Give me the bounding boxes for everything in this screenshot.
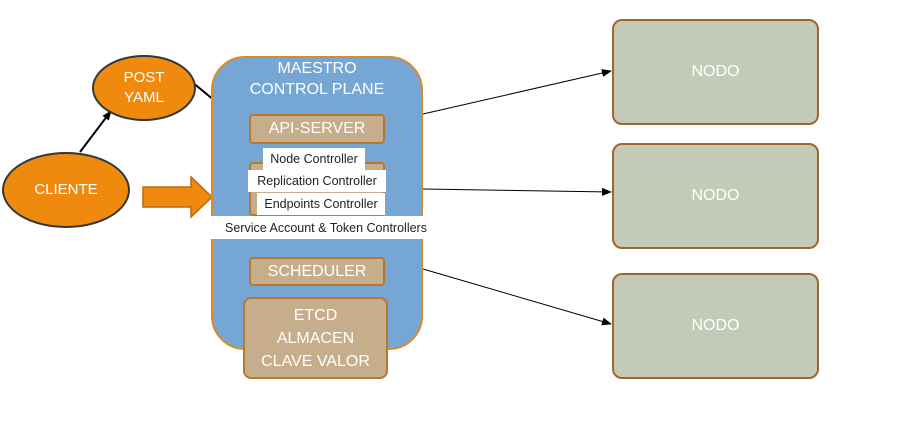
etcd-line3: CLAVE VALOR: [261, 352, 370, 370]
master-to-node-3-arrow: [422, 268, 612, 326]
cliente-label: CLIENTE: [34, 181, 98, 198]
service-account-controller-text: Service Account & Token Controllers: [225, 220, 427, 235]
node-label: NODO: [691, 317, 740, 334]
post-yaml-ellipse: POST YAML: [92, 55, 196, 121]
scheduler-label: SCHEDULER: [267, 262, 367, 280]
node-box-2: NODO: [612, 143, 819, 249]
node-box-1: NODO: [612, 19, 819, 125]
cliente-ellipse: CLIENTE: [2, 152, 130, 228]
node-box-3: NODO: [612, 273, 819, 379]
cliente-to-master-block-arrow: [142, 175, 214, 219]
cliente-to-post-arrow: [79, 110, 112, 153]
replication-controller-label: Replication Controller: [248, 170, 386, 192]
master-title: MAESTRO CONTROL PLANE: [211, 58, 423, 100]
api-server-box: API-SERVER: [249, 114, 385, 144]
master-title-line1: MAESTRO: [277, 60, 357, 77]
yaml-label: YAML: [124, 89, 164, 106]
service-account-controller-label: Service Account & Token Controllers: [211, 216, 441, 239]
master-title-line2: CONTROL PLANE: [249, 81, 385, 98]
scheduler-box: SCHEDULER: [249, 257, 385, 286]
node-label: NODO: [691, 63, 740, 80]
etcd-line1: ETCD: [293, 306, 338, 324]
etcd-box: ETCD ALMACEN CLAVE VALOR: [243, 297, 388, 379]
post-label: POST: [123, 69, 165, 86]
replication-controller-text: Replication Controller: [257, 174, 377, 188]
node-controller-text: Node Controller: [270, 152, 358, 166]
api-server-label: API-SERVER: [268, 120, 366, 137]
master-to-node-1-arrow: [422, 69, 612, 115]
endpoints-controller-label: Endpoints Controller: [257, 193, 385, 215]
endpoints-controller-text: Endpoints Controller: [264, 197, 378, 211]
node-controller-label: Node Controller: [263, 148, 365, 170]
master-to-node-2-arrow: [422, 187, 612, 196]
node-label: NODO: [691, 187, 740, 204]
etcd-line2: ALMACEN: [276, 329, 355, 347]
